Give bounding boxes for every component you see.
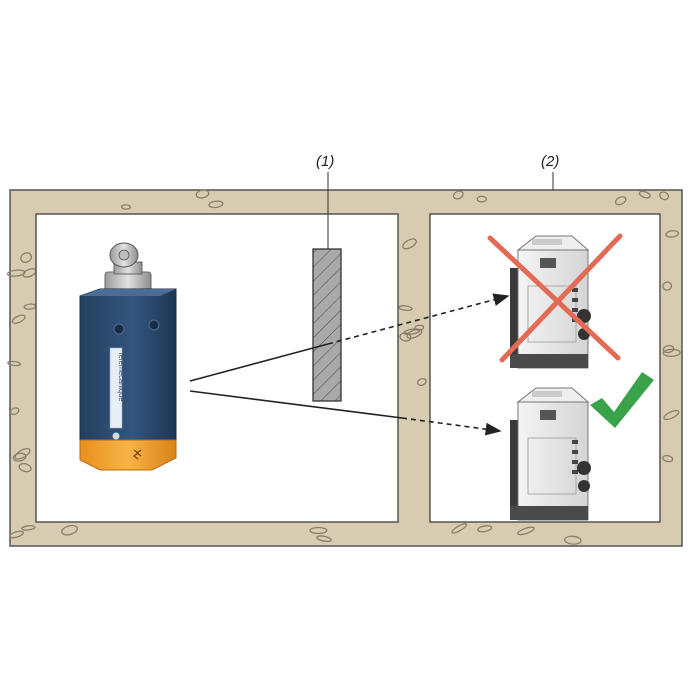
callout-obstacle: (1): [316, 153, 334, 250]
wall-stone: [9, 407, 20, 416]
signal-line-dashed-upper: [327, 293, 510, 345]
wall-stone: [662, 281, 673, 291]
wall-stone: [662, 348, 681, 357]
wall-stone: [398, 305, 413, 312]
signal-line-solid-upper: [189, 343, 329, 382]
callout-2-label: (2): [541, 153, 559, 170]
wall-stone: [662, 344, 675, 354]
wall-stone: [402, 238, 417, 250]
wall-stone: [414, 324, 425, 331]
wall-stone: [21, 525, 36, 531]
wall-stone: [517, 526, 535, 536]
switch-body-top: [80, 289, 176, 296]
wall-stone: [195, 189, 210, 199]
signal-line-dashed-lower: [401, 417, 502, 436]
wall-stone: [11, 314, 26, 324]
receiver-module-ok: [510, 387, 591, 521]
wall-stone: [7, 360, 22, 367]
callout-receivers: (2): [541, 153, 559, 190]
wall-stone: [20, 252, 33, 264]
wall-stone: [208, 200, 224, 209]
callout-1-label: (1): [316, 153, 334, 170]
wall-stone: [406, 328, 423, 339]
signal-path-blocked: [189, 293, 510, 382]
wall-stone: [452, 190, 464, 200]
wall-stone: [476, 195, 488, 203]
wall-stone: [18, 462, 32, 473]
switch-brand-label: Telemecanique: [117, 351, 126, 401]
wireless-limit-switch: Telemecanique: [79, 242, 177, 471]
wall-stone: [563, 535, 582, 545]
switch-emblem: [112, 432, 120, 440]
wall-stone: [663, 409, 680, 421]
wall-stone: [8, 530, 25, 539]
wall-stone: [659, 191, 670, 201]
wall-stone: [6, 269, 26, 277]
metal-obstacle: [312, 248, 342, 402]
receiver-module-body: [510, 235, 591, 369]
wall-stone: [662, 454, 674, 463]
wall-stone: [477, 525, 493, 533]
receiver-module-blocked: [487, 233, 623, 369]
wall-stone: [665, 230, 680, 238]
wall-stone: [451, 523, 468, 534]
wall-stone: [638, 190, 651, 199]
switch-label-plate: [109, 347, 123, 429]
switch-roller-hub: [118, 249, 130, 261]
signal-line-solid-lower: [189, 390, 403, 419]
wall-texture: [6, 189, 681, 545]
signal-path-ok: [189, 390, 502, 436]
wall-stone: [614, 196, 627, 206]
cross-icon: [487, 233, 623, 363]
switch-screw-2: [148, 319, 160, 331]
switch-body: [79, 288, 177, 441]
wall-stone: [417, 377, 427, 387]
wall-stone: [61, 524, 78, 536]
wall-stone: [309, 526, 328, 535]
switch-screw-1: [113, 323, 125, 335]
wall-stone: [14, 447, 31, 460]
wall-stone: [120, 204, 132, 210]
wireless-symbol-icon: [132, 449, 142, 460]
wall-stone: [316, 535, 332, 543]
checkmark-icon: [590, 372, 654, 428]
switch-antenna-cap: [79, 439, 177, 471]
